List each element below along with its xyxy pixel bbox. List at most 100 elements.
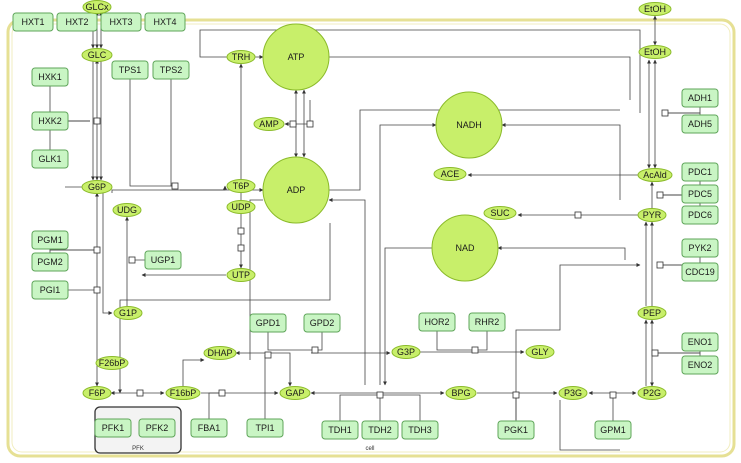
node-label: ENO2 [688, 360, 713, 370]
node-label: G3P [397, 347, 415, 357]
enzyme-pfk2[interactable] [138, 418, 176, 438]
metabolite-f16bp[interactable] [165, 386, 201, 400]
metabolite-acald[interactable] [637, 168, 673, 182]
metabolite-f6p[interactable] [82, 386, 112, 400]
reaction-edge [284, 100, 311, 126]
enzyme-pdc6[interactable] [681, 205, 719, 225]
metabolite-g3p[interactable] [391, 345, 421, 359]
cofactor-atp[interactable] [262, 23, 330, 91]
enzyme-eno1[interactable] [681, 332, 719, 352]
metabolite-g6p[interactable] [81, 180, 113, 194]
enzyme-pdc1[interactable] [681, 162, 719, 182]
metabolite-glcx[interactable] [82, 0, 112, 14]
node-label: HOR2 [424, 317, 449, 327]
enzyme-hxk2[interactable] [31, 111, 69, 131]
enzyme-adh5[interactable] [681, 114, 719, 134]
enzyme-gpm1[interactable] [594, 420, 632, 440]
enzyme-tdh1[interactable] [321, 420, 359, 440]
metabolite-glc[interactable] [81, 48, 113, 62]
metabolite-udp[interactable] [226, 200, 256, 214]
enzyme-pfk1[interactable] [94, 418, 132, 438]
metabolite-udg[interactable] [112, 203, 142, 217]
metabolite-suc[interactable] [483, 206, 517, 220]
node-label: ENO1 [688, 337, 713, 347]
enzyme-pgk1[interactable] [497, 420, 535, 440]
process-node [128, 256, 136, 264]
node-label: ADP [287, 185, 306, 195]
enzyme-pyk2[interactable] [681, 238, 719, 258]
metabolite-amp[interactable] [253, 117, 285, 131]
reaction-edge [102, 193, 113, 315]
process-node [93, 286, 101, 294]
enzyme-glk1[interactable] [31, 149, 69, 169]
enzyme-tpi1[interactable] [246, 418, 284, 438]
node-label: EtOH [644, 4, 666, 14]
cofactor-adp[interactable] [262, 156, 330, 224]
metabolite-g1p[interactable] [113, 306, 143, 320]
reaction-edge [515, 263, 641, 420]
transporter-hxt3[interactable] [100, 12, 142, 32]
process-node [609, 391, 617, 399]
metabolite-bpg[interactable] [445, 386, 477, 400]
transporter-hxt1[interactable] [12, 12, 54, 32]
reaction-edge [328, 198, 366, 385]
enzyme-pgm2[interactable] [31, 252, 69, 272]
enzyme-tps2[interactable] [152, 60, 190, 80]
transporter-hxt4[interactable] [144, 12, 186, 32]
process-node [93, 117, 101, 125]
reaction-edge [170, 70, 175, 187]
process-node [306, 120, 314, 128]
node-label: GPD2 [310, 318, 335, 328]
enzyme-tps1[interactable] [111, 60, 149, 80]
enzyme-pgm1[interactable] [31, 230, 69, 250]
node-label: G1P [119, 308, 137, 318]
enzyme-hxk1[interactable] [31, 67, 69, 87]
metabolite-pyr[interactable] [637, 208, 667, 222]
metabolite-p3g[interactable] [558, 386, 588, 400]
enzyme-hor2[interactable] [418, 312, 456, 332]
node-label: PGI1 [40, 285, 61, 295]
reaction-edge [118, 223, 331, 394]
metabolite-trh[interactable] [226, 50, 256, 64]
process-node [376, 391, 384, 399]
node-label: GLK1 [38, 154, 61, 164]
process-node [136, 389, 144, 397]
reaction-edge [235, 351, 292, 387]
reaction-edge [111, 185, 227, 193]
reaction-edge [249, 199, 263, 360]
metabolite-etoh_out[interactable] [638, 2, 672, 16]
cofactor-nad[interactable] [431, 214, 499, 282]
metabolite-gap[interactable] [279, 386, 311, 400]
metabolite-dhap[interactable] [203, 346, 237, 360]
metabolite-utp[interactable] [226, 268, 256, 282]
metabolite-ace[interactable] [433, 167, 467, 181]
enzyme-adh1[interactable] [681, 88, 719, 108]
metabolite-f26bp[interactable] [95, 356, 129, 370]
process-node [471, 346, 479, 354]
node-label: HXT4 [153, 17, 176, 27]
enzyme-pgi1[interactable] [31, 280, 69, 300]
metabolite-p2g[interactable] [637, 386, 667, 400]
enzyme-tdh2[interactable] [361, 420, 399, 440]
enzyme-ugp1[interactable] [144, 250, 182, 270]
metabolite-etoh[interactable] [638, 45, 672, 59]
metabolite-t6p[interactable] [226, 179, 256, 193]
enzyme-fba1[interactable] [190, 418, 228, 438]
enzyme-gpd1[interactable] [249, 313, 287, 333]
enzyme-eno2[interactable] [681, 355, 719, 375]
process-node [237, 227, 245, 235]
reaction-edge [380, 394, 421, 430]
node-label: PFK1 [102, 423, 125, 433]
enzyme-pdc5[interactable] [681, 184, 719, 204]
enzyme-cdc19[interactable] [681, 262, 719, 282]
enzyme-rhr2[interactable] [468, 312, 506, 332]
cofactor-nadh[interactable] [435, 91, 503, 159]
enzyme-gpd2[interactable] [303, 313, 341, 333]
metabolite-gly[interactable] [525, 345, 555, 359]
enzyme-tdh3[interactable] [401, 420, 439, 440]
metabolite-pep[interactable] [637, 306, 667, 320]
node-label: G6P [88, 182, 106, 192]
reaction-edge [129, 70, 175, 187]
transporter-hxt2[interactable] [56, 12, 98, 32]
